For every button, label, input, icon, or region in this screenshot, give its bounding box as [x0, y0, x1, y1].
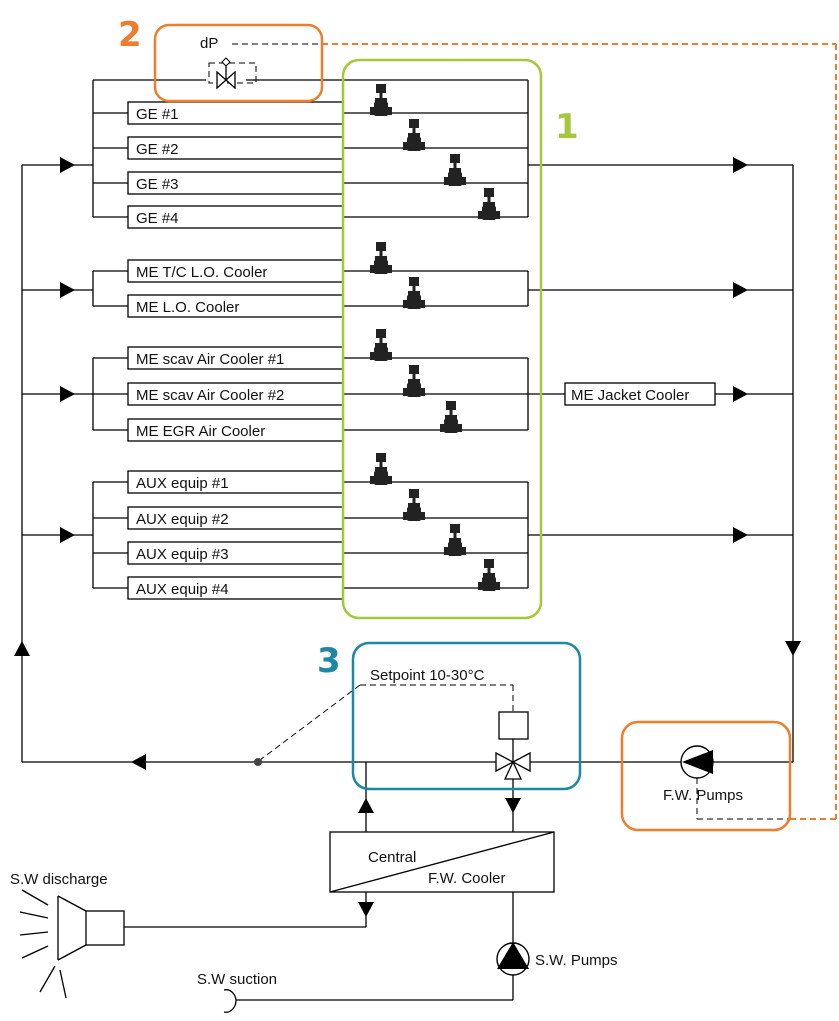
aux-equip-3-label: AUX equip #3 — [136, 546, 229, 563]
me-lo-cooler-label: ME L.O. Cooler — [136, 299, 239, 316]
temperature-sensor-icon — [254, 758, 262, 766]
me-jacket-cooler-label: ME Jacket Cooler — [571, 387, 689, 404]
flow-arrow — [60, 386, 75, 402]
flow-arrow — [733, 157, 748, 173]
aux-group: AUX equip #1 AUX equip #2 AUX equip #3 A… — [92, 470, 529, 600]
flow-arrow — [14, 641, 30, 656]
me-egr-air-cooler-label: ME EGR Air Cooler — [136, 423, 265, 440]
fw-pumps: F.W. Pumps — [663, 745, 790, 820]
sea-water-side: S.W discharge S.W. Pumps S.W suction — [10, 871, 618, 1013]
motorized-valve-icon — [444, 154, 466, 186]
motorized-valve-icon — [440, 401, 462, 433]
me-lo-group: ME T/C L.O. Cooler ME L.O. Cooler — [92, 259, 529, 318]
callouts: 1 2 3 — [118, 15, 837, 832]
dp-diamond-icon — [221, 57, 231, 67]
temperature-control: Setpoint 10-30°C — [254, 667, 531, 832]
me-scav-air-cooler-2-label: ME scav Air Cooler #2 — [136, 387, 284, 404]
motorized-valve-icon — [403, 365, 425, 397]
motorized-valve-icon — [370, 453, 392, 485]
ge3-label: GE #3 — [136, 176, 179, 193]
sw-pumps-label: S.W. Pumps — [535, 952, 618, 969]
aux-equip-4-label: AUX equip #4 — [136, 581, 229, 598]
sw-discharge-label: S.W discharge — [10, 871, 108, 888]
ge1-label: GE #1 — [136, 106, 179, 123]
ge-group: GE #1 GE #2 GE #3 GE #4 — [92, 79, 529, 229]
flow-arrow — [733, 386, 748, 402]
me-air-group: ME scav Air Cooler #1 ME scav Air Cooler… — [92, 346, 716, 442]
ge4-label: GE #4 — [136, 210, 179, 227]
bypass-valve-icon — [216, 70, 227, 90]
sw-suction-label: S.W suction — [197, 971, 277, 988]
motorized-valve-icon — [370, 329, 392, 361]
control-valves — [370, 84, 500, 591]
fw-pumps-frame — [620, 720, 792, 832]
flow-arrow — [785, 641, 801, 656]
flow-arrow — [60, 527, 75, 543]
callout-3-number: 3 — [317, 641, 341, 681]
flow-arrow — [60, 282, 75, 298]
callout-1-frame — [341, 58, 543, 620]
callout-2-number: 2 — [118, 15, 142, 55]
motorized-valve-icon — [444, 524, 466, 556]
valve-actuator-box — [498, 711, 529, 740]
dp-bypass-valve: dP — [200, 35, 322, 90]
suction-inlet-icon — [223, 989, 237, 1013]
motorized-valve-icon — [478, 559, 500, 591]
motorized-valve-icon — [403, 277, 425, 309]
motorized-valve-icon — [478, 188, 500, 220]
central-fw-cooler: Central F.W. Cooler — [329, 831, 555, 943]
callout-1-number: 1 — [555, 107, 579, 147]
pump-icon — [496, 942, 530, 976]
me-jacket-cooler-box — [564, 382, 716, 406]
motorized-valve-icon — [403, 489, 425, 521]
ge2-label: GE #2 — [136, 141, 179, 158]
fw-cooler-label: F.W. Cooler — [428, 870, 506, 887]
aux-equip-1-label: AUX equip #1 — [136, 475, 229, 492]
motorized-valve-icon — [403, 119, 425, 151]
three-way-valve-icon — [495, 751, 531, 780]
pump-icon — [680, 745, 714, 779]
main-loop-lines — [21, 164, 794, 763]
flow-arrow — [733, 527, 748, 543]
flow-arrow — [60, 157, 75, 173]
motorized-valve-icon — [370, 84, 392, 116]
callout-2-frame — [153, 23, 324, 103]
setpoint-label: Setpoint 10-30°C — [370, 667, 485, 684]
flow-arrow — [733, 282, 748, 298]
dp-label: dP — [200, 35, 218, 52]
aux-equip-2-label: AUX equip #2 — [136, 511, 229, 528]
fw-pumps-label: F.W. Pumps — [663, 787, 743, 804]
callout-3-frame — [351, 641, 582, 791]
motorized-valve-icon — [370, 242, 392, 274]
central-label: Central — [368, 849, 416, 866]
discharge-nozzle-icon — [19, 889, 125, 999]
me-scav-air-cooler-1-label: ME scav Air Cooler #1 — [136, 351, 284, 368]
me-tc-lo-cooler-label: ME T/C L.O. Cooler — [136, 264, 267, 281]
flow-arrow — [131, 754, 146, 770]
